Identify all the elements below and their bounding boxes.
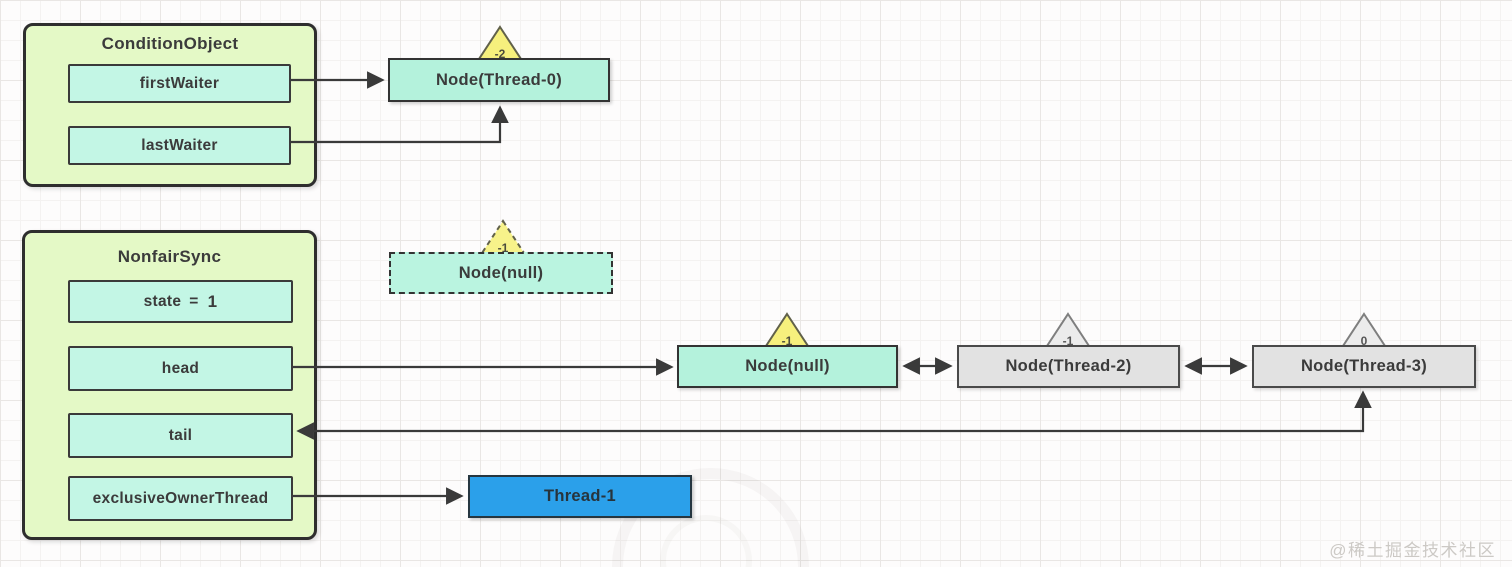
field-last-waiter: lastWaiter	[68, 126, 291, 165]
thread-1-box: Thread-1	[468, 475, 692, 518]
state-value: 1	[207, 291, 218, 311]
node-thread-3: Node(Thread-3)	[1252, 345, 1476, 388]
nonfair-sync-title: NonfairSync	[117, 247, 222, 266]
field-first-waiter: firstWaiter	[68, 64, 291, 103]
condition-object-box: ConditionObject firstWaiter lastWaiter	[23, 23, 317, 187]
wait-status-badge-node-null-dashed: -1	[480, 219, 526, 255]
arrow-last-waiter-to-node-thread-0	[290, 105, 509, 144]
wait-status-badge-node-thread-2: -1	[1045, 312, 1091, 348]
wait-status-value: -1	[1062, 334, 1074, 348]
node-null: Node(null)	[677, 345, 898, 388]
wait-status-badge-node-null: -1	[764, 312, 810, 348]
wait-status-value: -1	[781, 334, 793, 348]
node-thread-2: Node(Thread-2)	[957, 345, 1180, 388]
triangle-dashed-icon	[480, 219, 526, 254]
wait-status-badge-node-thread-0: -2	[477, 25, 523, 61]
state-equals-sign: =	[189, 292, 199, 310]
field-exclusive-owner-thread: exclusiveOwnerThread	[68, 476, 293, 521]
nonfair-sync-box: NonfairSync state = 1 head tail exclusiv…	[22, 230, 317, 540]
wait-status-value: -1	[497, 241, 509, 255]
wait-status-badge-node-thread-3: 0	[1341, 312, 1387, 348]
arrow-tail-node-thread-3	[296, 390, 1372, 440]
node-thread-0: Node(Thread-0)	[388, 58, 610, 102]
state-label: state	[143, 292, 182, 310]
field-head: head	[68, 346, 293, 391]
field-state: state = 1	[68, 280, 293, 323]
field-tail: tail	[68, 413, 293, 458]
watermark-site-credit: @稀土掘金技术社区	[1329, 541, 1496, 560]
wait-status-value: -2	[494, 47, 506, 61]
wait-status-value: 0	[1360, 334, 1368, 348]
condition-object-title: ConditionObject	[101, 34, 239, 53]
node-null-dashed: Node(null)	[389, 252, 613, 294]
